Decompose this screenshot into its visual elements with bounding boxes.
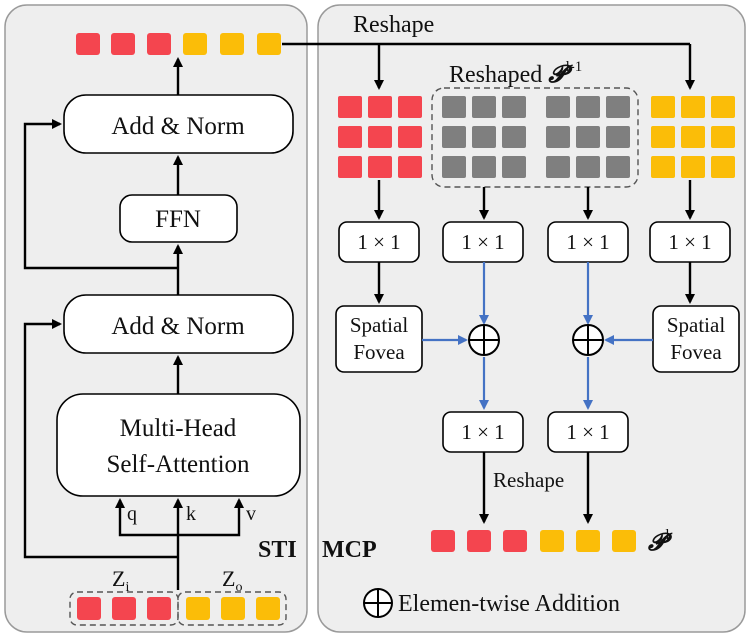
reshape-top-connector bbox=[282, 42, 695, 90]
zo-label: Zo bbox=[222, 566, 242, 595]
reshaped-gray-border bbox=[431, 87, 639, 188]
gray-token-grid-left bbox=[442, 96, 526, 178]
reshaped-p-label: Reshaped 𝓟l-1 bbox=[449, 59, 582, 88]
blue-flow-arrows bbox=[422, 262, 653, 410]
sti-title: STI bbox=[258, 537, 297, 563]
add-circle-left-icon bbox=[468, 324, 500, 356]
zo-group-border bbox=[177, 591, 287, 626]
add-circle-right-icon bbox=[572, 324, 604, 356]
reshape-bottom-label: Reshape bbox=[493, 468, 564, 492]
q-label: q bbox=[127, 503, 137, 525]
grid-to-conv-arrows bbox=[374, 180, 695, 220]
mhsa-label-line1: Multi-Head bbox=[120, 415, 237, 442]
red-token-grid bbox=[338, 96, 422, 178]
gray-token-grid-right bbox=[546, 96, 630, 178]
legend-add-icon bbox=[363, 588, 393, 618]
mhsa-box bbox=[56, 393, 301, 497]
conv1x1-bottom-right-label: 1 × 1 bbox=[566, 420, 609, 444]
k-label: k bbox=[186, 503, 196, 525]
spatial-fovea-left-line2: Fovea bbox=[353, 340, 405, 364]
zi-label: Zi bbox=[112, 566, 129, 595]
conv1x1-gray-left-label: 1 × 1 bbox=[461, 230, 504, 254]
zi-group-border bbox=[69, 591, 179, 626]
add-norm-top-label: Add & Norm bbox=[111, 113, 245, 140]
conv1x1-bottom-left-label: 1 × 1 bbox=[461, 420, 504, 444]
mcp-output-tokens bbox=[431, 530, 636, 552]
spatial-fovea-left-line1: Spatial bbox=[350, 313, 408, 337]
conv1x1-yellow-label: 1 × 1 bbox=[668, 230, 711, 254]
yellow-token-grid bbox=[651, 96, 735, 178]
sti-input-tokens bbox=[77, 597, 280, 620]
sti-output-tokens bbox=[76, 33, 281, 55]
v-label: v bbox=[246, 503, 256, 525]
sti-arrows bbox=[23, 57, 244, 590]
reshape-top-label: Reshape bbox=[353, 12, 434, 38]
conv1x1-red-label: 1 × 1 bbox=[357, 230, 400, 254]
conv1x1-gray-right-label: 1 × 1 bbox=[566, 230, 609, 254]
mcp-title: MCP bbox=[322, 537, 377, 563]
spatial-fovea-right-line2: Fovea bbox=[670, 340, 722, 364]
spatial-fovea-right-line1: Spatial bbox=[667, 313, 725, 337]
legend-text: Elemen-twise Addition bbox=[398, 591, 620, 617]
ffn-label: FFN bbox=[155, 206, 201, 233]
mhsa-label-line2: Self-Attention bbox=[106, 451, 250, 478]
add-norm-bottom-label: Add & Norm bbox=[111, 313, 245, 340]
